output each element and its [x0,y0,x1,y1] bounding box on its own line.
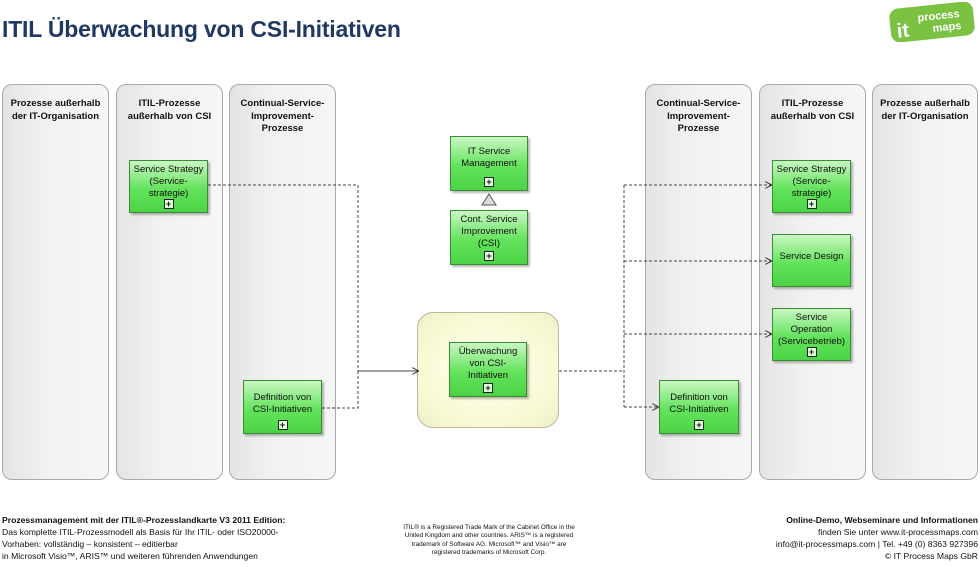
footer-right-website[interactable]: finden Sie unter www.it-processmaps.com [817,527,978,537]
expand-icon[interactable]: + [806,347,817,357]
process-label: IT Service Management [461,146,517,169]
expand-icon[interactable]: + [163,199,174,209]
trademark-line: trademark of Software AG. Microsoft™ and… [411,540,567,548]
lane-outside-it-right: Prozesse außerhalb der IT-Organisation [872,84,978,480]
process-label: Service Strategy (Service- strategie) [133,164,204,199]
footer-right-heading: Online-Demo, Webseminare und Information… [786,515,978,525]
footer-left-line: Das komplette ITIL-Prozessmodell als Bas… [2,527,279,537]
trademark-line: United Kingdom and other countries. ARIS… [404,532,574,540]
trademark-line: registered trademarks of Microsoft Corp. [431,549,547,557]
lane-title: Continual-Service- Improvement- Prozesse [240,98,325,134]
logo-text-process: process [917,8,960,24]
lane-title: Prozesse außerhalb der IT-Organisation [880,98,970,122]
page-title: ITIL Überwachung von CSI-Initiativen [2,16,401,42]
process-box-service-operation[interactable]: Service Operation (Servicebetrieb) + [772,308,851,361]
process-label: Service Strategy (Service- strategie) [776,164,847,199]
lane-title: Prozesse außerhalb der IT-Organisation [10,98,101,122]
footer-right-contact[interactable]: info@it-processmaps.com | Tel. +49 (0) 8… [775,539,978,549]
process-box-service-design[interactable]: Service Design [772,234,851,287]
footer-right-copyright: © IT Process Maps GbR [884,551,978,561]
logo-text-maps: maps [932,20,962,35]
process-box-service-strategy-left[interactable]: Service Strategy (Service- strategie) + [129,160,208,213]
footer-left-heading: Prozessmanagement mit der ITIL®-Prozessl… [2,515,286,525]
process-box-definition-csi-right[interactable]: Definition von CSI-Initiativen + [659,380,739,434]
process-box-cont-service-improvement[interactable]: Cont. Service Improvement (CSI) + [450,210,528,265]
lane-outside-it-left: Prozesse außerhalb der IT-Organisation [2,84,109,480]
process-box-definition-csi-left[interactable]: Definition von CSI-Initiativen + [243,380,322,434]
process-box-it-service-management[interactable]: IT Service Management + [450,136,528,191]
lane-itil-outside-csi-left: ITIL-Prozesse außerhalb von CSI [116,84,223,480]
process-label: Cont. Service Improvement (CSI) [460,214,518,249]
footer-left-line: Vorhaben: vollständig – konsistent – edi… [2,539,178,549]
expand-icon[interactable]: + [484,251,494,261]
hierarchy-triangle [481,193,497,206]
lane-title: ITIL-Prozesse außerhalb von CSI [127,98,212,122]
process-label: Definition von CSI-Initiativen [669,392,729,415]
trademark-line: ITIL® is a Registered Trade Mark of the … [403,524,575,531]
connector-left-strategy [208,184,359,371]
it-process-maps-logo[interactable]: it process maps [888,2,976,42]
lane-title: Continual-Service- Improvement- Prozesse [656,98,741,134]
process-label: Definition von CSI-Initiativen [252,392,313,415]
expand-icon[interactable]: + [694,420,704,430]
logo-text-it: it [896,19,911,42]
process-label: Service Design [779,251,844,262]
expand-icon[interactable]: + [484,177,494,187]
lane-title: ITIL-Prozesse außerhalb von CSI [770,98,855,122]
expand-icon[interactable]: + [806,199,817,209]
expand-icon[interactable]: + [277,420,288,430]
footer-left-line: in Microsoft Visio™, ARIS™ und weiteren … [2,551,258,561]
expand-icon[interactable]: + [483,383,493,393]
process-box-ueberwachung-csi[interactable]: Überwachung von CSI- Initiativen + [449,342,527,397]
process-label: Überwachung von CSI- Initiativen [458,346,518,381]
trademark-notice: ITIL® is a Registered Trade Mark of the … [380,524,598,558]
footer-left: Prozessmanagement mit der ITIL®-Prozessl… [2,514,342,562]
process-box-service-strategy-right[interactable]: Service Strategy (Service- strategie) + [772,160,851,213]
process-label: Service Operation (Servicebetrieb) [777,312,846,347]
footer-right: Online-Demo, Webseminare und Information… [678,514,978,562]
connector-left-definition [322,371,359,409]
